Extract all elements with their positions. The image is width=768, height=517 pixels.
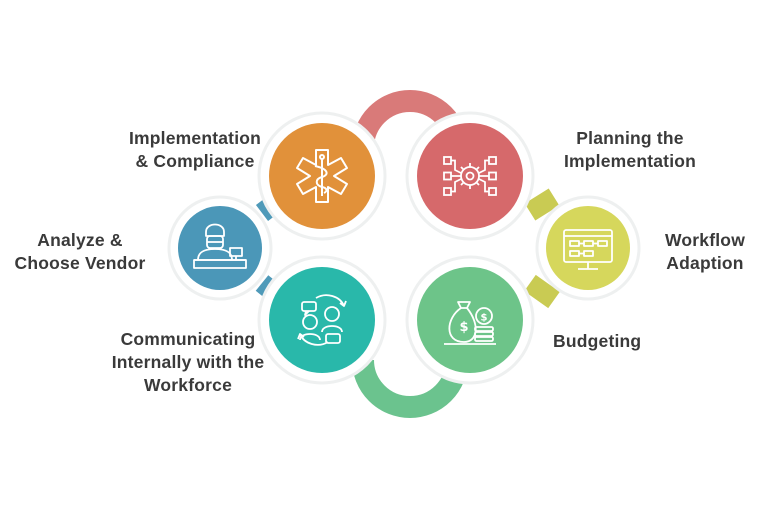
label-line: Implementation: [563, 151, 697, 171]
process-gear-icon: [443, 156, 497, 196]
workflow-monitor-icon: [563, 229, 613, 270]
label-communicating-workforce: Communicating Internally with the Workfo…: [96, 328, 280, 397]
step-disc-budgeting: [417, 267, 523, 373]
label-budgeting: Budgeting: [553, 330, 663, 353]
money-bag-icon: $ $: [444, 301, 496, 345]
step-disc-planning-implementation: [417, 123, 523, 229]
label-line: & Compliance: [135, 151, 255, 171]
label-line: Communicating: [120, 329, 256, 349]
svg-text:$: $: [459, 320, 468, 335]
label-line: Adaption: [666, 253, 744, 273]
medical-star-icon: [296, 149, 348, 203]
connector-right: [524, 188, 560, 309]
step-disc-workflow-adaption: [546, 206, 630, 290]
label-line: Internally with the: [111, 352, 265, 372]
label-line: Workforce: [143, 375, 233, 395]
label-line: Planning the: [576, 128, 684, 148]
label-line: Budgeting: [553, 331, 642, 351]
vendor-desk-icon: [193, 223, 247, 269]
label-line: Choose Vendor: [14, 253, 146, 273]
label-line: Workflow: [664, 230, 746, 250]
label-implementation-compliance: Implementation & Compliance: [110, 127, 280, 173]
label-workflow-adaption: Workflow Adaption: [652, 229, 758, 275]
label-planning-implementation: Planning the Implementation: [550, 127, 710, 173]
svg-text:$: $: [481, 313, 488, 324]
people-chat-icon: [297, 294, 347, 346]
label-line: Analyze &: [37, 230, 123, 250]
step-disc-communicating-workforce: [269, 267, 375, 373]
label-analyze-choose-vendor: Analyze & Choose Vendor: [2, 229, 158, 275]
label-line: Implementation: [128, 128, 262, 148]
